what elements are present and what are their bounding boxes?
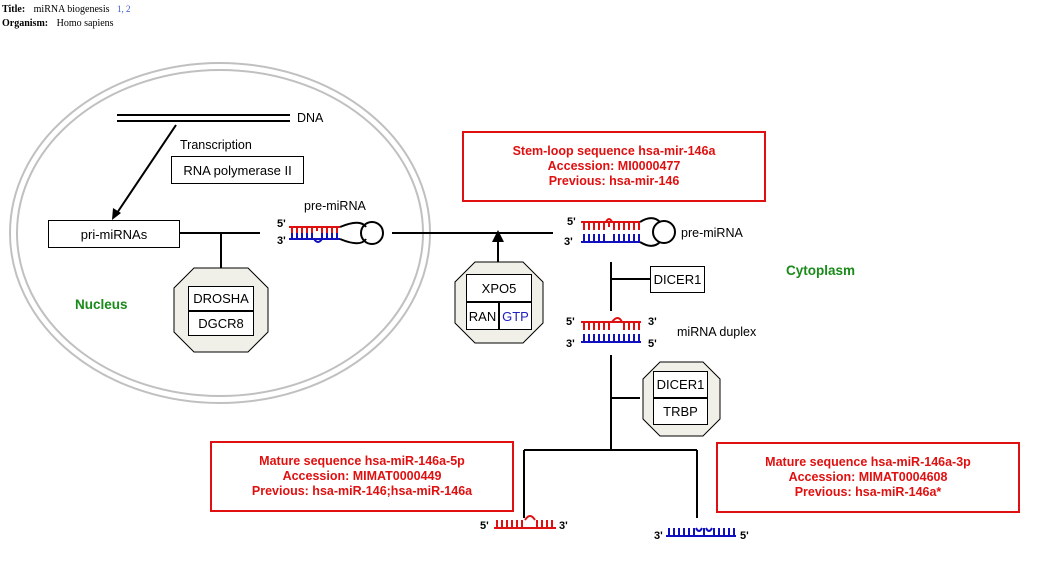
reference-links[interactable]: 1, 2 bbox=[117, 4, 131, 14]
mature-3p-info-box[interactable]: Mature sequence hsa-miR-146a-3p Accessio… bbox=[716, 442, 1020, 513]
drosha-node[interactable]: DROSHA bbox=[188, 286, 254, 311]
mature-5p-3-prime: 3' bbox=[559, 520, 568, 532]
stem-loop-info-box[interactable]: Stem-loop sequence hsa-mir-146a Accessio… bbox=[462, 131, 766, 202]
mirna-duplex-glyph bbox=[581, 317, 641, 343]
mature-5p-accession: Accession: MIMAT0000449 bbox=[282, 469, 442, 483]
mirna-duplex-label: miRNA duplex bbox=[677, 325, 757, 339]
ran-node[interactable]: RAN bbox=[466, 302, 499, 330]
xpo5-node[interactable]: XPO5 bbox=[466, 274, 532, 302]
pre-mirna-cytoplasm-5-prime: 5' bbox=[567, 216, 576, 228]
title-label: Title: bbox=[2, 4, 26, 15]
mature-3p-strand-glyph bbox=[666, 527, 736, 537]
transcription-arrow-line bbox=[116, 124, 177, 214]
pri-mirnas-node[interactable]: pri-miRNAs bbox=[48, 220, 180, 248]
gtp-node[interactable]: GTP bbox=[499, 302, 532, 330]
organism-value: Homo sapiens bbox=[56, 18, 114, 29]
mature-3p-accession: Accession: MIMAT0004608 bbox=[788, 470, 948, 484]
mature-3p-previous: Previous: hsa-miR-146a* bbox=[794, 485, 942, 499]
export-arrowhead bbox=[492, 230, 504, 242]
rna-polymerase-ii-node[interactable]: RNA polymerase II bbox=[171, 156, 304, 184]
mature-5p-previous: Previous: hsa-miR-146;hsa-miR-146a bbox=[251, 484, 473, 498]
pre-mirna-nucleus-label: pre-miRNA bbox=[304, 199, 366, 213]
duplex-3-prime-left: 3' bbox=[566, 338, 575, 350]
mature-5p-strand-glyph bbox=[494, 515, 556, 529]
trbp-node[interactable]: TRBP bbox=[653, 398, 708, 425]
pre-mirna-nucleus-5-prime: 5' bbox=[277, 218, 286, 230]
nucleus-label: Nucleus bbox=[75, 297, 128, 312]
dgcr8-node[interactable]: DGCR8 bbox=[188, 311, 254, 336]
duplex-5-prime-right: 5' bbox=[648, 338, 657, 350]
stem-loop-previous: Previous: hsa-mir-146 bbox=[548, 174, 680, 188]
pre-mirna-cytoplasm-label: pre-miRNA bbox=[681, 226, 743, 240]
mature-5p-5-prime: 5' bbox=[480, 520, 489, 532]
pre-mirna-nucleus-3-prime: 3' bbox=[277, 235, 286, 247]
stem-loop-title: Stem-loop sequence hsa-mir-146a bbox=[512, 144, 716, 158]
pre-mirna-cytoplasm-glyph bbox=[581, 217, 676, 247]
title-value: miRNA biogenesis bbox=[33, 4, 110, 15]
duplex-5-prime-left: 5' bbox=[566, 316, 575, 328]
dicer1-complex-node[interactable]: DICER1 bbox=[653, 371, 708, 398]
organism-row: Organism: Homo sapiens bbox=[2, 18, 114, 29]
pre-mirna-nucleus-glyph bbox=[289, 221, 384, 245]
mature-3p-3-prime: 3' bbox=[654, 530, 663, 542]
transcription-arrowhead bbox=[112, 208, 121, 220]
dicer1-node[interactable]: DICER1 bbox=[650, 266, 705, 293]
cytoplasm-label: Cytoplasm bbox=[786, 263, 856, 278]
pre-mirna-cytoplasm-3-prime: 3' bbox=[564, 236, 573, 248]
mature-3p-5-prime: 5' bbox=[740, 530, 749, 542]
title-row: Title: miRNA biogenesis 1, 2 bbox=[2, 4, 131, 15]
stem-loop-accession: Accession: MI0000477 bbox=[547, 159, 681, 173]
dna-label: DNA bbox=[297, 111, 324, 125]
mature-5p-info-box[interactable]: Mature sequence hsa-miR-146a-5p Accessio… bbox=[210, 441, 514, 512]
organism-label: Organism: bbox=[2, 18, 49, 29]
mature-3p-title: Mature sequence hsa-miR-146a-3p bbox=[765, 455, 971, 469]
duplex-3-prime-right: 3' bbox=[648, 316, 657, 328]
transcription-label: Transcription bbox=[180, 138, 252, 152]
mature-5p-title: Mature sequence hsa-miR-146a-5p bbox=[259, 454, 465, 468]
